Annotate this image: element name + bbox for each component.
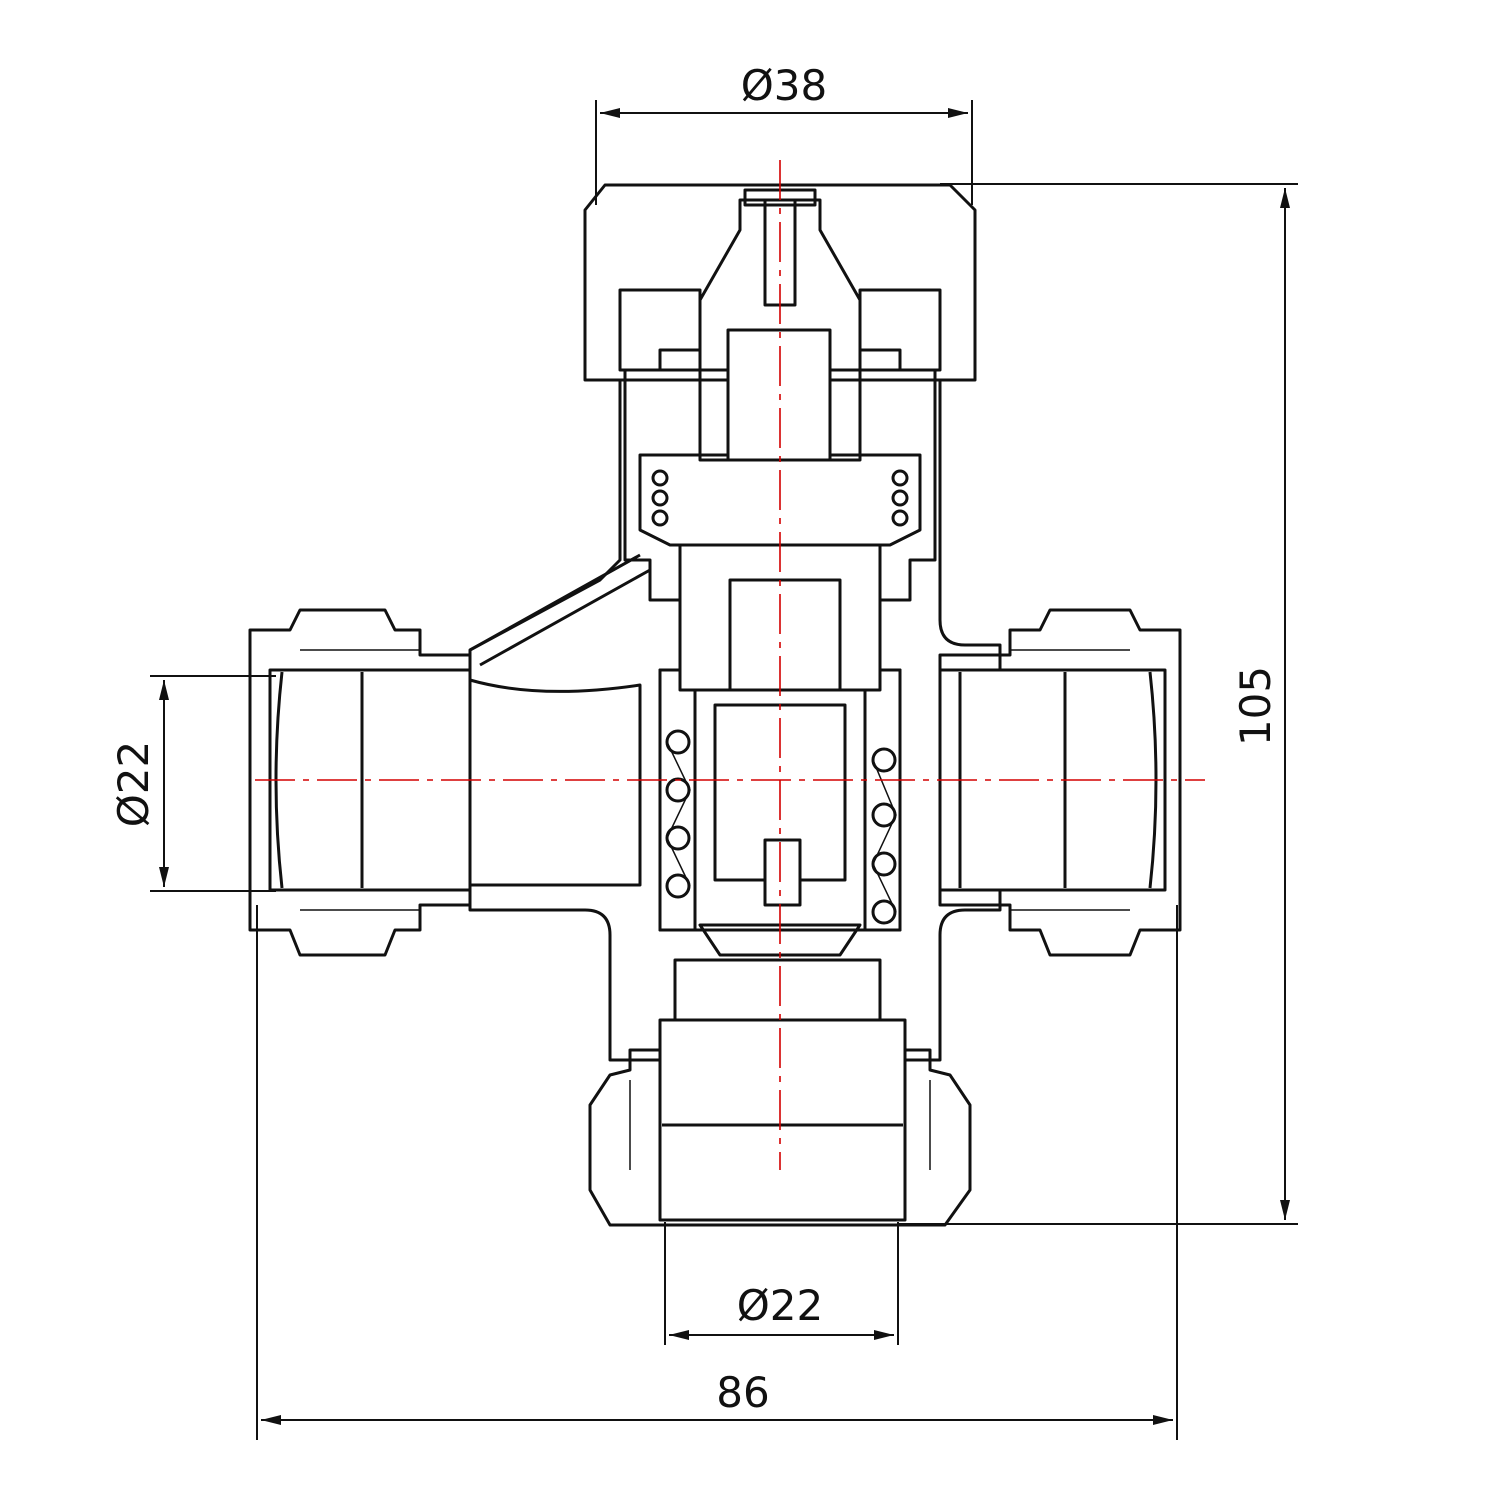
flow-channel [468,678,642,887]
spindle-bore [726,328,832,462]
spring-wire [666,741,897,913]
spring-right [871,747,897,925]
right-ferrule [1010,649,1130,911]
dimension-lines: Ø38 Ø22 105 Ø22 86 [109,61,1298,1440]
body-section [468,378,1002,1062]
left-connector [248,608,472,957]
width-label: 86 [716,1368,769,1417]
center-lines [255,160,1205,1170]
height-label: 105 [1231,666,1280,746]
valve-stem [763,838,802,907]
bottom-ferrule [629,1080,931,1170]
left-nut [248,608,472,957]
dimension-top-diameter: Ø38 [595,61,973,205]
body-bridge [469,553,651,667]
left-ferrule [300,649,420,911]
bonnet-plug [728,578,842,692]
top-diameter-label: Ø38 [741,61,828,110]
bonnet-body [623,368,937,602]
bottom-ring [662,958,903,1127]
left-diameter-label: Ø22 [109,741,158,828]
bottom-diameter-label: Ø22 [737,1281,824,1330]
dimension-bottom-diameter: Ø22 [664,1222,899,1345]
screw-head [743,188,817,207]
piston-seat [698,923,862,957]
bottom-pipe [658,1018,907,1222]
spindle [698,198,862,462]
dimension-left-diameter: Ø22 [109,675,276,892]
right-connector [938,608,1182,957]
bottom-connector [588,958,972,1227]
right-nut [938,608,1182,957]
bonnet-insert [638,453,922,547]
dimension-height: 105 [898,183,1298,1225]
dimension-width: 86 [256,905,1178,1440]
valve-body [468,378,1002,1062]
bonnet-seals [651,469,909,527]
